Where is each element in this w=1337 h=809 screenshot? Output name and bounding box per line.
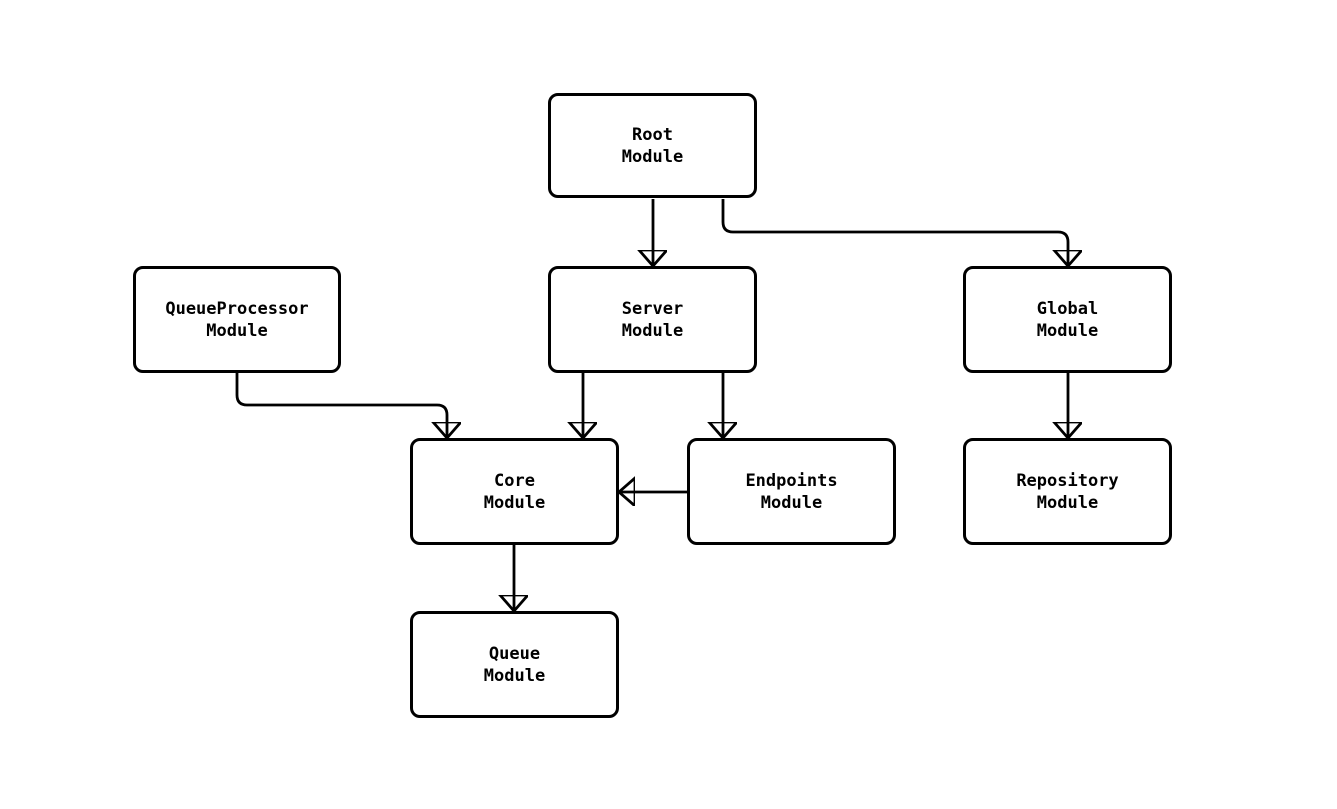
node-label-line: QueueProcessor: [165, 298, 309, 319]
node-queueprocessor-module: QueueProcessor Module: [133, 266, 341, 373]
node-label-line: Server: [621, 298, 684, 319]
node-core-module: Core Module: [410, 438, 619, 545]
node-queue-module: Queue Module: [410, 611, 619, 718]
node-label-line: Module: [1036, 320, 1099, 341]
node-label-line: Queue: [488, 643, 541, 664]
node-root-module: Root Module: [548, 93, 757, 198]
node-label-line: Module: [760, 492, 823, 513]
node-repository-module: Repository Module: [963, 438, 1172, 545]
node-label-line: Module: [621, 146, 684, 167]
node-label-line: Root: [632, 124, 673, 145]
node-label-line: Module: [206, 320, 268, 341]
node-label-line: Endpoints: [745, 470, 838, 491]
node-label-line: Module: [1036, 492, 1099, 513]
node-global-module: Global Module: [963, 266, 1172, 373]
node-endpoints-module: Endpoints Module: [687, 438, 896, 545]
node-server-module: Server Module: [548, 266, 757, 373]
node-label-line: Repository: [1016, 470, 1119, 491]
node-label-line: Module: [621, 320, 684, 341]
edge-queueprocessor-to-core: [235, 373, 447, 438]
node-label-line: Core: [494, 470, 535, 491]
edge-root-to-global: [721, 199, 1068, 266]
node-label-line: Global: [1036, 298, 1099, 319]
node-label-line: Module: [483, 665, 546, 686]
node-label-line: Module: [483, 492, 546, 513]
